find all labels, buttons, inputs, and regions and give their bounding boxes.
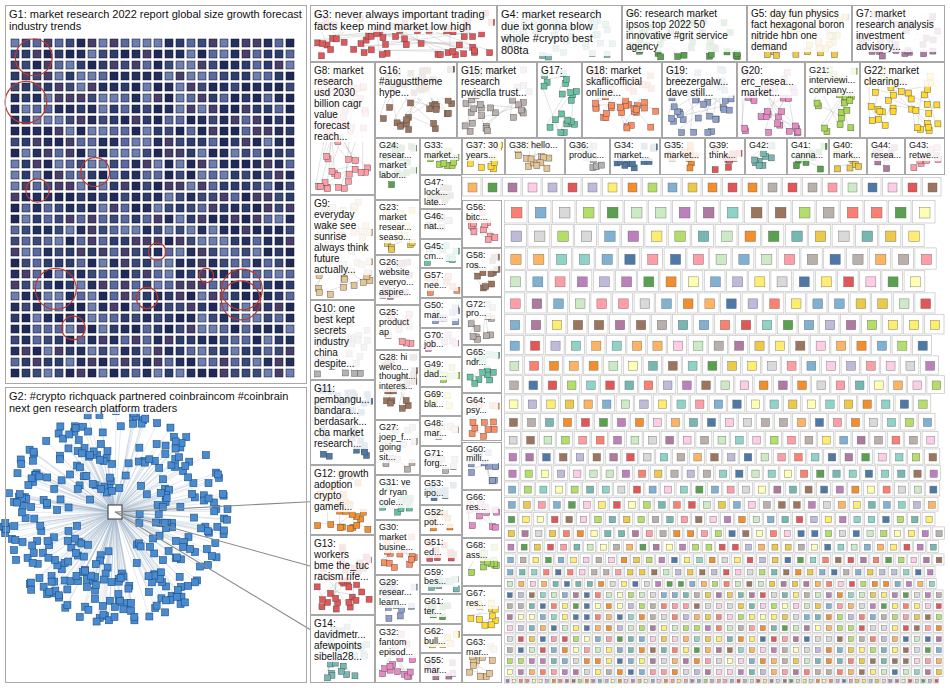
graph-canvas: G1: market research 2022 report global s… — [0, 0, 950, 688]
